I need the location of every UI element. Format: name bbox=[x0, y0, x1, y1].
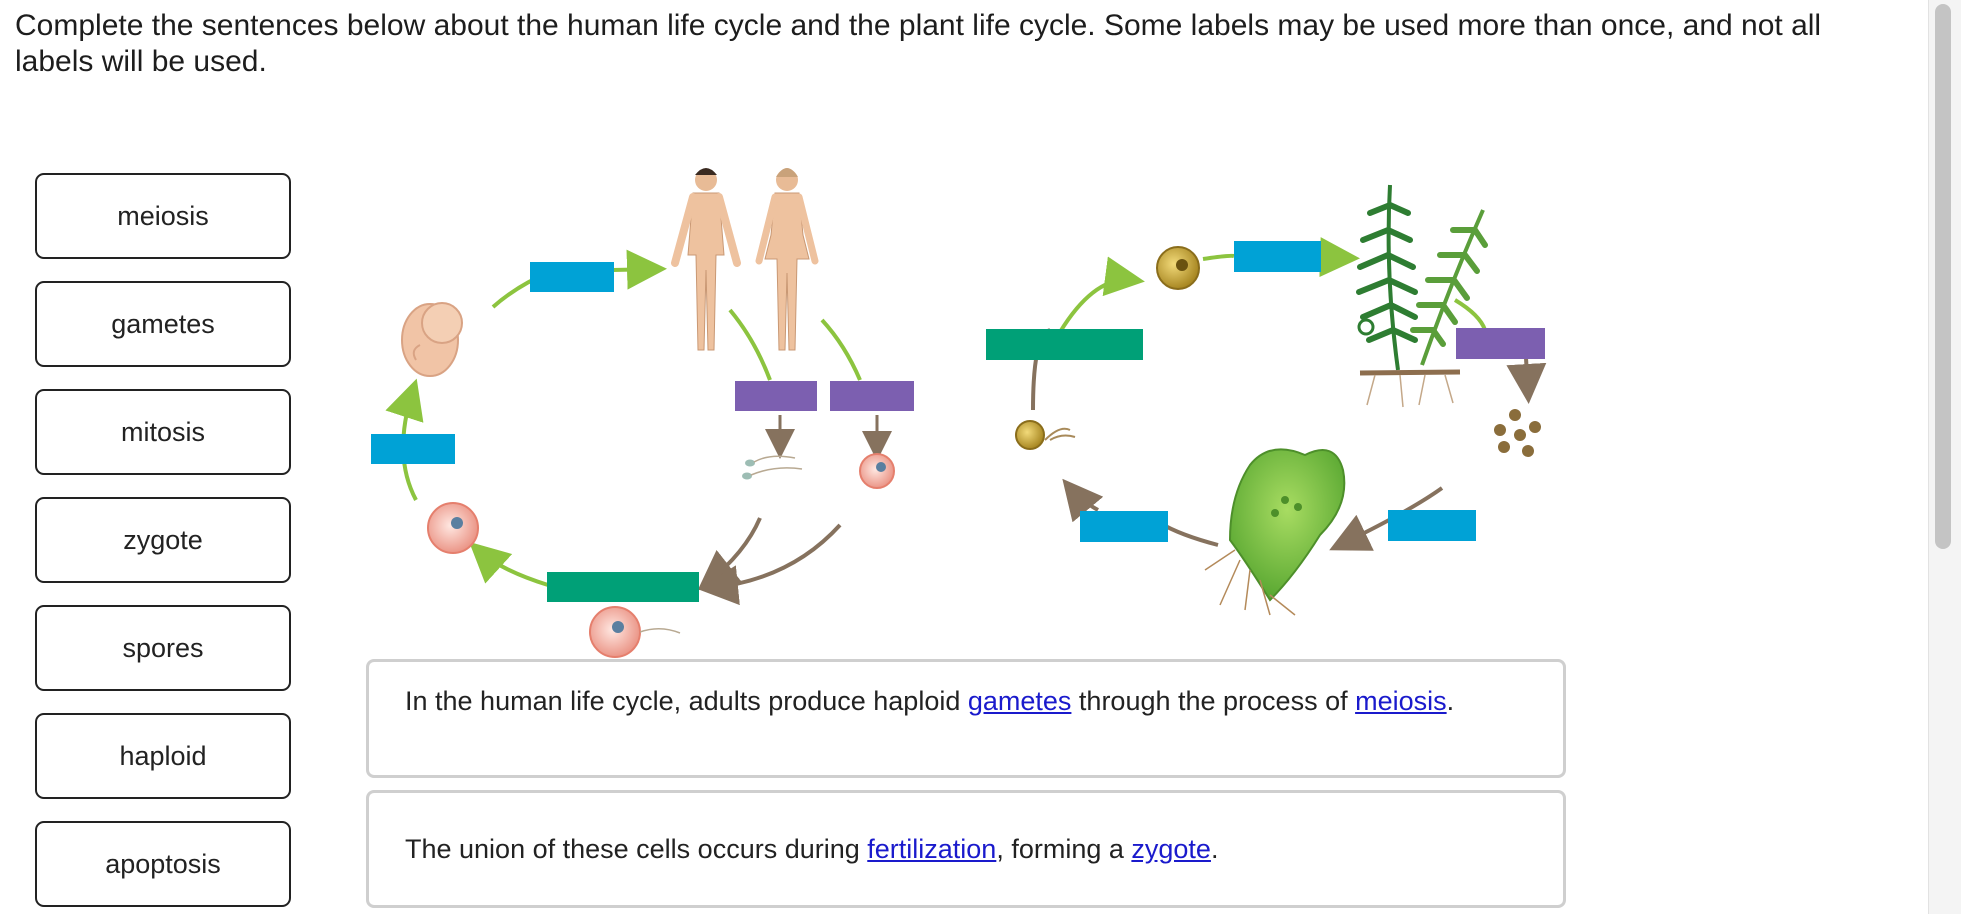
spores-cluster-image bbox=[1494, 409, 1541, 457]
sentence-box-2: The union of these cells occurs during f… bbox=[366, 790, 1566, 908]
instructions-text: Complete the sentences below about the h… bbox=[15, 9, 1822, 78]
label-mitosis[interactable]: mitosis bbox=[35, 389, 291, 475]
fern-image bbox=[1356, 184, 1488, 408]
sentence-2-blank-1[interactable]: fertilization bbox=[867, 834, 997, 864]
plant-target-blue-2[interactable] bbox=[1080, 511, 1168, 542]
plant-target-blue-1[interactable] bbox=[1234, 241, 1321, 272]
sentence-2-middle: , forming a bbox=[996, 834, 1132, 864]
sentence-box-1: In the human life cycle, adults produce … bbox=[366, 659, 1566, 778]
sentence-2-after: . bbox=[1210, 834, 1219, 864]
human-target-blue-1[interactable] bbox=[530, 262, 614, 292]
human-target-purple-2[interactable] bbox=[830, 381, 914, 411]
arrow-male-down bbox=[728, 308, 772, 381]
sentence-2-blank-2[interactable]: zygote bbox=[1131, 834, 1211, 864]
sentence-1-blank-2[interactable]: meiosis bbox=[1355, 686, 1447, 716]
embryo-image bbox=[401, 302, 463, 377]
arrow-female-down bbox=[820, 318, 862, 381]
arrow-to-adults-head bbox=[612, 249, 667, 290]
fertilization-egg-image bbox=[589, 606, 681, 658]
plant-target-green[interactable] bbox=[986, 329, 1143, 360]
label-meiosis[interactable]: meiosis bbox=[35, 173, 291, 259]
gametophyte-image bbox=[1204, 448, 1346, 616]
label-apoptosis[interactable]: apoptosis bbox=[35, 821, 291, 907]
label-zygote[interactable]: zygote bbox=[35, 497, 291, 583]
arrow-fern-down bbox=[1453, 298, 1487, 331]
plant-target-purple[interactable] bbox=[1456, 328, 1545, 359]
human-target-purple-1[interactable] bbox=[735, 381, 817, 411]
human-target-blue-2[interactable] bbox=[371, 434, 455, 464]
label-gametes[interactable]: gametes bbox=[35, 281, 291, 367]
sperm-image bbox=[742, 455, 803, 480]
arrow-gametophyte-left bbox=[1158, 521, 1219, 547]
arrow-to-sperm-egg bbox=[1058, 256, 1145, 334]
arrow-to-fern bbox=[1317, 237, 1360, 278]
arrow-to-young-fern bbox=[1062, 478, 1104, 523]
arrow-to-zygote bbox=[469, 541, 549, 587]
life-cycle-diagram bbox=[371, 168, 1547, 658]
label-haploid[interactable]: haploid bbox=[35, 713, 291, 799]
human-target-green[interactable] bbox=[547, 572, 699, 602]
plant-target-blue-3[interactable] bbox=[1388, 510, 1476, 541]
sentence-1-after: . bbox=[1446, 686, 1455, 716]
plant-spore-image bbox=[1156, 246, 1200, 290]
human-adults-image bbox=[671, 168, 819, 351]
arrow-sperm-to-fertilization bbox=[697, 517, 762, 591]
sentence-1-blank-1[interactable]: gametes bbox=[967, 686, 1072, 716]
scrollbar-thumb[interactable] bbox=[1935, 4, 1951, 549]
sentence-1-before: In the human life cycle, adults produce … bbox=[405, 686, 968, 716]
sentence-1-middle: through the process of bbox=[1071, 686, 1356, 716]
arrow-spore-line bbox=[1202, 253, 1235, 261]
sentence-2-before: The union of these cells occurs during bbox=[405, 834, 868, 864]
young-fern-image bbox=[1015, 420, 1076, 450]
label-spores[interactable]: spores bbox=[35, 605, 291, 691]
egg-cell-image bbox=[859, 453, 895, 489]
arrow-egg-to-fertilization bbox=[698, 523, 842, 606]
zygote-image bbox=[427, 502, 479, 554]
arrow-to-spores bbox=[1506, 357, 1547, 404]
